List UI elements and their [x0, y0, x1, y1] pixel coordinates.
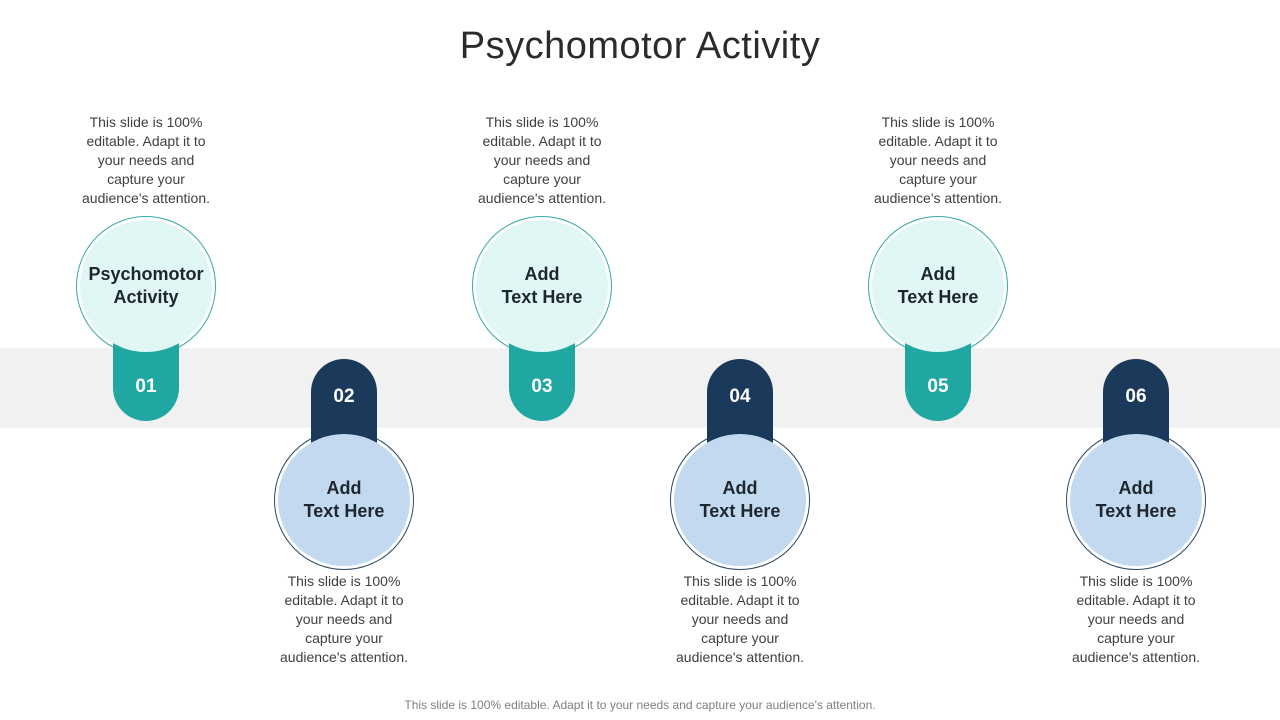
step-label: Psychomotor Activity	[88, 264, 204, 307]
step-number: 02	[333, 386, 355, 407]
step-circle[interactable]: Add Text Here	[476, 220, 608, 352]
timeline-step-06: 06 Add Text Here This slide is 100% edit…	[1056, 359, 1216, 674]
step-number: 06	[1125, 386, 1147, 407]
step-description: This slide is 100% editable. Adapt it to…	[82, 114, 210, 206]
step-circle[interactable]: Add Text Here	[1070, 434, 1202, 566]
timeline-band	[0, 348, 1280, 428]
step-description: This slide is 100% editable. Adapt it to…	[280, 573, 408, 665]
step-number: 01	[135, 376, 157, 397]
step-circle[interactable]: Add Text Here	[674, 434, 806, 566]
step-description: This slide is 100% editable. Adapt it to…	[478, 114, 606, 206]
step-number: 04	[729, 386, 751, 407]
step-number: 03	[531, 376, 553, 397]
step-description: This slide is 100% editable. Adapt it to…	[676, 573, 804, 665]
footer-note: This slide is 100% editable. Adapt it to…	[404, 698, 876, 712]
slide-title: Psychomotor Activity	[459, 25, 821, 67]
step-label: Add Text Here	[897, 264, 979, 307]
step-circle[interactable]: Psychomotor Activity	[80, 220, 212, 352]
timeline-step-05: This slide is 100% editable. Adapt it to…	[858, 113, 1018, 443]
step-circle[interactable]: Add Text Here	[872, 220, 1004, 352]
step-number: 05	[927, 376, 949, 397]
timeline-step-03: This slide is 100% editable. Adapt it to…	[462, 113, 622, 443]
timeline-step-04: 04 Add Text Here This slide is 100% edit…	[660, 359, 820, 674]
step-circle[interactable]: Add Text Here	[278, 434, 410, 566]
step-label: Add Text Here	[699, 478, 781, 521]
step-label: Add Text Here	[303, 478, 385, 521]
timeline-step-02: 02 Add Text Here This slide is 100% edit…	[264, 359, 424, 674]
timeline-step-01: This slide is 100% editable. Adapt it to…	[66, 113, 226, 443]
step-label: Add Text Here	[1095, 478, 1177, 521]
step-description: This slide is 100% editable. Adapt it to…	[874, 114, 1002, 206]
step-description: This slide is 100% editable. Adapt it to…	[1072, 573, 1200, 665]
step-label: Add Text Here	[501, 264, 583, 307]
